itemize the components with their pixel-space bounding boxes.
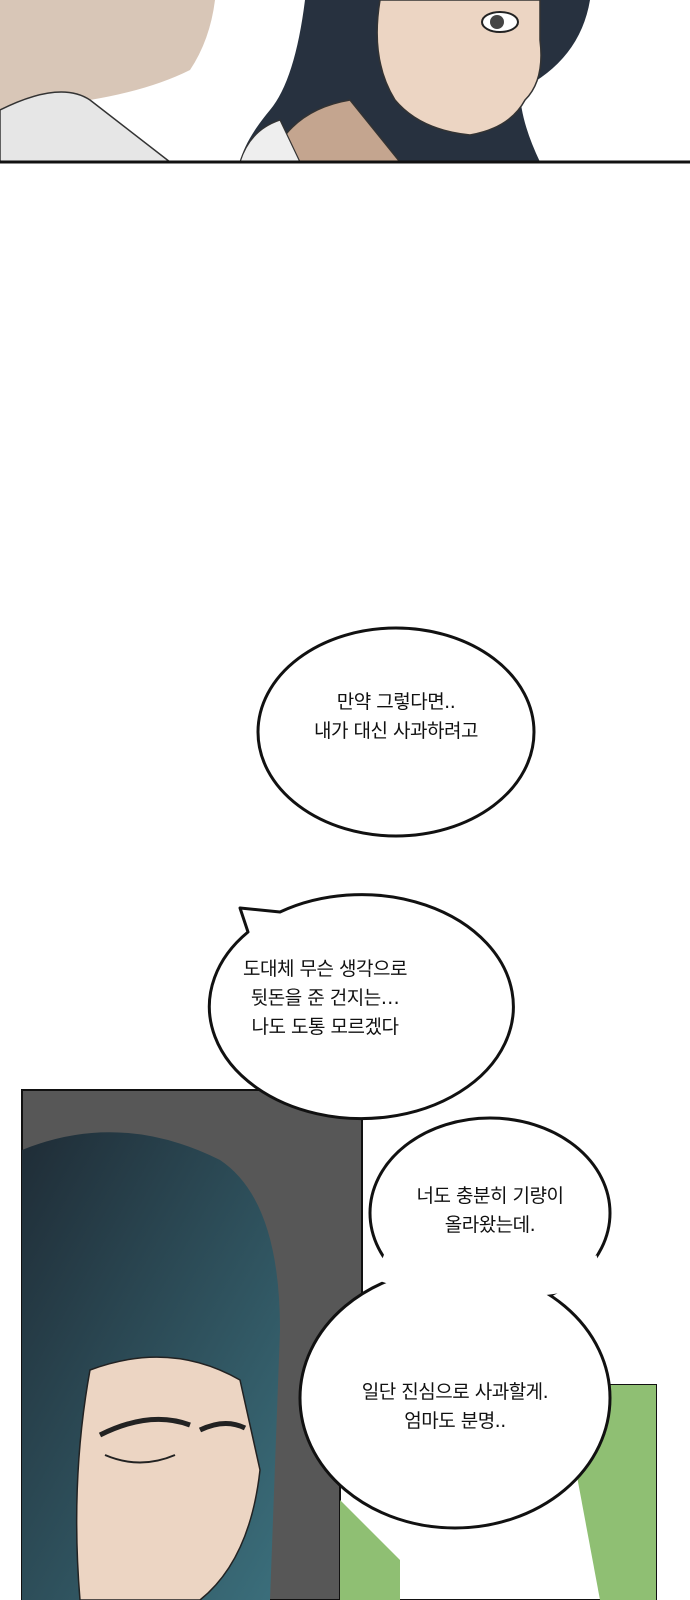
bubble-1-line-1: 만약 그렇다면.. [336,691,456,713]
green-inset-left [340,1500,400,1600]
speech-bubble-1 [256,626,536,838]
bubble-3-line-2: 올라왔는데. [444,1214,536,1236]
bubble-3-text: 너도 충분히 기량이 올라왔는데. [370,1182,610,1240]
top-panel [0,0,690,164]
bubble-2-line-3: 나도 도통 모르겠다 [251,1016,399,1038]
right-character-shirt [239,119,301,163]
closed-eye-left [98,1416,191,1438]
pupil [490,15,504,29]
bubble-2-text: 도대체 무슨 생각으로 뒷돈을 준 건지는… 나도 도통 모르겠다 [175,955,475,1042]
left-character-face [0,0,215,110]
bubble-4-line-2: 엄마도 분명.. [404,1410,506,1432]
closed-eye-right [198,1421,247,1433]
speech-bubble-3-4 [298,1116,612,1530]
right-character-face [376,0,542,136]
bubble-1-line-2: 내가 대신 사과하려고 [314,720,478,742]
bubble-3-line-1: 너도 충분히 기량이 [416,1185,564,1207]
speech-bubble-2 [207,893,515,1121]
bubble-2-line-2: 뒷돈을 준 건지는… [250,987,400,1009]
bubble-2-line-1: 도대체 무슨 생각으로 [243,958,407,980]
bubble-4-text: 일단 진심으로 사과할게. 엄마도 분명.. [300,1378,610,1436]
bubble-1-text: 만약 그렇다면.. 내가 대신 사과하려고 [256,688,536,746]
character-face [75,1356,261,1600]
eye-line [104,1454,176,1464]
bubble-4-line-1: 일단 진심으로 사과할게. [361,1381,549,1403]
left-character-shirt [0,91,173,163]
